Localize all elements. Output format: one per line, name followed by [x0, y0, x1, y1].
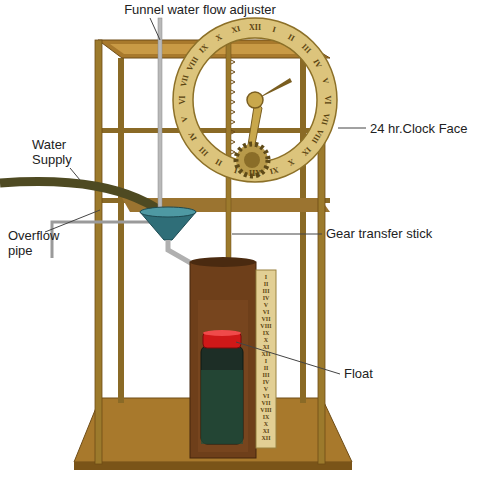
float-label: Float — [344, 366, 424, 381]
adjuster-rod — [158, 18, 162, 218]
clock-ring-edge — [173, 18, 337, 182]
clock-ring-edge — [193, 38, 317, 162]
container-rim — [190, 257, 256, 267]
scale-numeral: VII — [261, 316, 270, 322]
leader-line — [236, 342, 340, 374]
scale-numeral: I — [265, 358, 267, 364]
scale-numeral: XI — [263, 428, 270, 434]
cross-bar — [98, 128, 330, 133]
overflow-pipe — [52, 222, 150, 258]
scale-numeral: XI — [263, 344, 270, 350]
scale-numeral: XII — [261, 435, 270, 441]
float-water — [201, 370, 243, 444]
scale-numeral: III — [262, 372, 269, 378]
scale-numeral: III — [262, 288, 269, 294]
scale-numeral: VI — [263, 393, 270, 399]
scale-numeral: X — [264, 421, 268, 427]
clock-face-label: 24 hr.Clock Face — [370, 121, 495, 136]
scale-numeral: IV — [263, 295, 270, 301]
adjuster-label: Funnel water flow adjuster — [100, 2, 300, 17]
leader-line — [232, 234, 322, 235]
clock-hub — [247, 92, 263, 108]
scale-numeral: XII — [261, 351, 270, 357]
scale-numeral: V — [264, 302, 268, 308]
leader-line — [70, 168, 80, 180]
scale-numeral: VIII — [260, 323, 271, 329]
scale-numeral: I — [265, 274, 267, 280]
leader-line — [338, 128, 366, 129]
leader-line — [150, 18, 160, 40]
base-edge — [74, 462, 352, 470]
clock-numeral: VI — [179, 96, 187, 105]
scale-numeral: IX — [263, 330, 270, 336]
clock-numeral: XII — [249, 24, 261, 32]
frame-post — [95, 40, 102, 464]
stick-label: Gear transfer stick — [326, 226, 496, 241]
clock-numeral: XI — [268, 165, 279, 175]
scale-numeral: VI — [263, 309, 270, 315]
funnel-rim — [140, 207, 196, 217]
float-body — [201, 346, 243, 444]
gear-hub — [244, 152, 260, 168]
time-scale — [256, 270, 276, 448]
clock-numeral: XII — [249, 168, 261, 176]
gear — [236, 144, 268, 176]
rack-teeth — [231, 60, 235, 154]
scale-numeral: VIII — [260, 407, 271, 413]
supply-label: Water Supply — [32, 137, 90, 167]
scale-numeral: IV — [263, 379, 270, 385]
container-inner — [198, 300, 248, 452]
scale-numeral: VII — [261, 400, 270, 406]
scale-numeral: II — [264, 365, 269, 371]
frame-post — [300, 58, 306, 403]
scale-numeral: X — [264, 337, 268, 343]
container — [190, 262, 256, 458]
scale-numeral: II — [264, 281, 269, 287]
clock-numeral: VI — [323, 96, 331, 105]
scale-numeral: V — [264, 386, 268, 392]
frame-post — [118, 58, 124, 403]
float-cap-top — [203, 330, 241, 336]
scale-numeral: IX — [263, 414, 270, 420]
overflow-label: Overflow pipe — [8, 228, 66, 258]
